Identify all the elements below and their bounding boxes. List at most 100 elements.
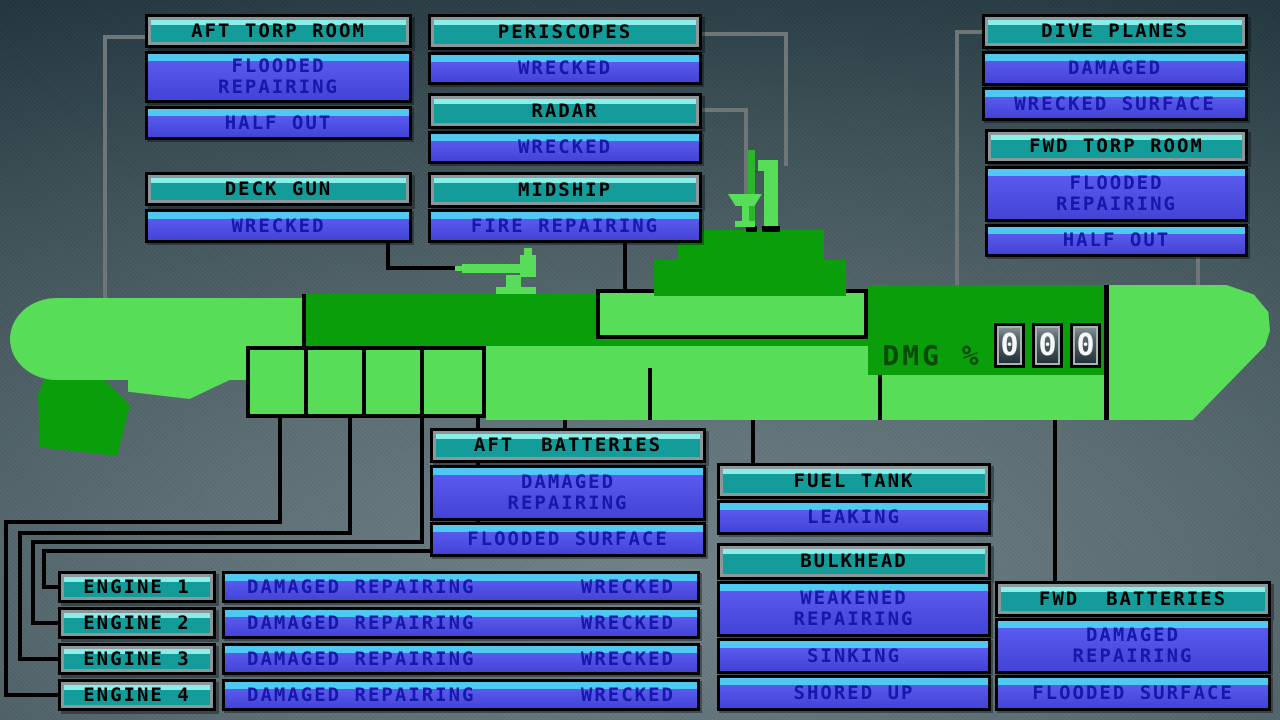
panel-title-fwd-batteries: FWD BATTERIES [995,581,1271,617]
connector-line [1196,254,1200,288]
engine-status-left: DAMAGED REPAIRING [247,575,476,598]
status-periscopes: WRECKED [428,52,702,85]
panel-title-radar: RADAR [428,93,702,129]
connector-line [42,549,480,553]
engine-1-status: DAMAGED REPAIRING WRECKED [222,571,700,603]
panel-title-bulkhead: BULKHEAD [717,543,991,580]
damage-counter-digit: 0 [1032,323,1063,368]
deck-gun-body [520,255,536,277]
connector-line [563,412,567,430]
engine-status-left: DAMAGED REPAIRING [247,683,476,706]
engine-1-label: ENGINE 1 [58,571,216,603]
radar-antenna-stem [742,205,749,223]
connector-line [103,35,107,300]
radar-antenna-icon [728,194,762,206]
status-aft-batteries: DAMAGED REPAIRING [430,465,706,521]
submarine-deck-band-forward [868,285,1104,375]
panel-title-periscopes: PERISCOPES [428,14,702,50]
connector-line [1053,412,1057,583]
connector-line [699,108,748,112]
engine-4-label: ENGINE 4 [58,679,216,711]
engine-status-left: DAMAGED REPAIRING [247,611,476,634]
digit: 0 [1000,328,1019,363]
connector-line [31,540,424,544]
connector-line [18,657,60,661]
status-dive-planes: DAMAGED [982,51,1248,86]
engine-4-status: DAMAGED REPAIRING WRECKED [222,679,700,711]
digit: 0 [1076,328,1095,363]
connector-line [420,416,424,544]
engine-3-label: ENGINE 3 [58,643,216,675]
connector-line [955,30,959,287]
engine-2-status: DAMAGED REPAIRING WRECKED [222,607,700,639]
status-fwd-torp-room: HALF OUT [985,224,1248,257]
status-dive-planes: WRECKED SURFACE [982,87,1248,121]
connector-line [278,416,282,524]
connector-line [699,32,788,36]
connector-line [4,520,8,697]
damage-counter-digit: 0 [1070,323,1101,368]
periscope-mast-notch [758,160,766,171]
damage-counter-digit: 0 [994,323,1025,368]
status-radar: WRECKED [428,131,702,164]
engine-status-right: WRECKED [580,683,675,706]
connector-line [751,412,755,465]
connector-line [4,693,60,697]
conning-tower-base [654,260,846,296]
status-fwd-batteries: DAMAGED REPAIRING [995,618,1271,674]
engine-2-label: ENGINE 2 [58,607,216,639]
panel-title-aft-batteries: AFT BATTERIES [430,428,706,463]
panel-title-fwd-torp-room: FWD TORP ROOM [985,129,1248,164]
engine-status-right: WRECKED [580,575,675,598]
conning-tower-upper [678,230,824,264]
connector-line [18,531,22,661]
connector-line [784,32,788,166]
mast-base [762,226,780,232]
engine-compartment-1 [246,346,308,418]
status-aft-torp-room: FLOODED REPAIRING [145,51,412,103]
connector-line [386,266,462,270]
connector-line [386,240,390,270]
deck-gun-barrel [462,264,524,273]
periscope-mast [764,160,778,230]
deck-gun-base [496,287,536,294]
status-bulkhead: SHORED UP [717,675,991,711]
connector-line [103,35,148,39]
status-aft-batteries: FLOODED SURFACE [430,522,706,557]
engine-status-right: WRECKED [580,647,675,670]
status-midship: FIRE REPAIRING [428,209,702,243]
panel-title-aft-torp-room: AFT TORP ROOM [145,14,412,48]
connector-line [955,30,984,34]
periscope-mast [748,150,755,230]
engine-3-status: DAMAGED REPAIRING WRECKED [222,643,700,675]
engine-compartment-4 [420,346,486,418]
status-fwd-batteries: FLOODED SURFACE [995,675,1271,711]
panel-title-midship: MIDSHIP [428,172,702,208]
connector-line [42,585,60,589]
connector-line [623,240,627,294]
hull-divider [1104,285,1109,420]
deck-gun-sight [524,248,532,256]
panel-title-dive-planes: DIVE PLANES [982,14,1248,49]
panel-title-fuel-tank: FUEL TANK [717,463,991,499]
status-fwd-torp-room: FLOODED REPAIRING [985,166,1248,222]
status-bulkhead: SINKING [717,638,991,674]
connector-line [31,621,60,625]
engine-compartment-2 [304,346,366,418]
deck-gun-pedestal [506,275,521,288]
submarine-bow [1109,285,1270,420]
hull-divider [648,368,652,420]
radar-antenna-base [735,221,755,227]
submarine-midship-compartment [596,289,868,339]
submarine-aft-fin [38,368,130,456]
engine-compartment-3 [362,346,424,418]
status-bulkhead: WEAKENED REPAIRING [717,581,991,637]
engine-status-right: WRECKED [580,611,675,634]
engine-status-left: DAMAGED REPAIRING [247,647,476,670]
panel-title-deck-gun: DECK GUN [145,172,412,206]
connector-line [31,540,35,625]
connector-line [4,520,282,524]
status-aft-torp-room: HALF OUT [145,106,412,140]
connector-line [42,549,46,589]
status-deck-gun: WRECKED [145,209,412,243]
